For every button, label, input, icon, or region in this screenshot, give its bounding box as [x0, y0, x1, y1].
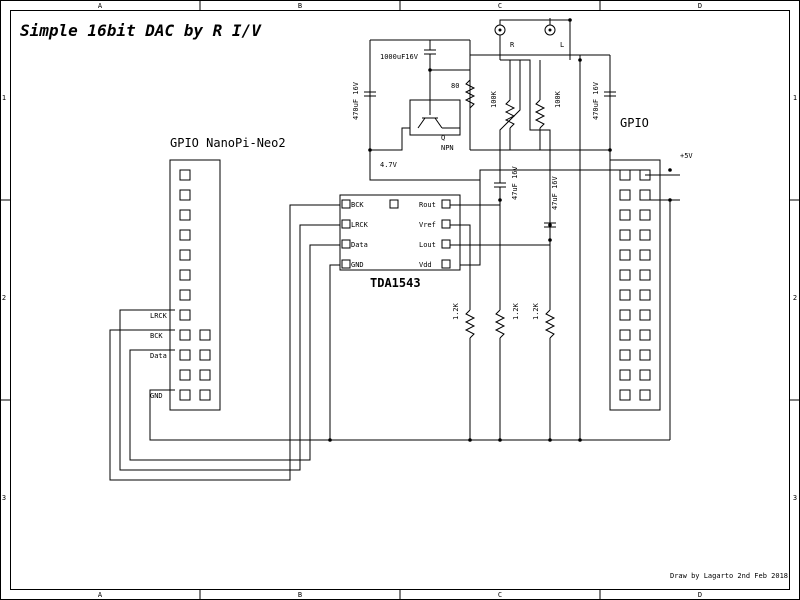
left-header-pin — [199, 329, 211, 341]
row-label-2-left: 2 — [2, 294, 6, 302]
row-label-3-left: 3 — [2, 494, 6, 502]
right-header-pin — [619, 249, 631, 261]
right-header-pin — [619, 269, 631, 281]
left-header-pin — [179, 189, 191, 201]
right-header-pin — [639, 329, 651, 341]
left-header-pin — [179, 369, 191, 381]
left-header-pin — [179, 329, 191, 341]
right-header-pin — [639, 389, 651, 401]
right-header-pin — [639, 309, 651, 321]
chip-pin-vdd: Vdd — [419, 261, 432, 269]
left-header-pin — [179, 229, 191, 241]
left-header-pin — [179, 349, 191, 361]
transistor-type-label: NPN — [441, 144, 454, 152]
left-header-pin — [179, 389, 191, 401]
right-header-pin — [639, 269, 651, 281]
output-section: R L 100K 100K 47uF 16V 47uF 16V — [328, 18, 582, 442]
transistor-q-label: Q — [441, 134, 445, 142]
cap-470-right-label: 470uF 16V — [592, 81, 600, 120]
chip-pin-lrck: LRCK — [351, 221, 369, 229]
left-header-pin — [179, 209, 191, 221]
right-header-pin — [639, 289, 651, 301]
power-label-5v: +5V — [680, 152, 693, 160]
left-header-pin — [199, 349, 211, 361]
tda1543-chip: TDA1543 BCK LRCK Data GND Rout Vref Lout… — [339, 194, 461, 290]
signal-wires — [109, 169, 671, 481]
left-gpio-title: GPIO NanoPi-Neo2 — [170, 136, 286, 150]
col-label-c-bottom: C — [498, 591, 502, 599]
cap-470-left-label: 470uF 16V — [352, 81, 360, 120]
left-label-lrck: LRCK — [150, 312, 168, 320]
col-label-a-top: A — [98, 2, 103, 10]
right-header-pin — [619, 349, 631, 361]
right-header-pin — [619, 389, 631, 401]
res-12k-2-label: 1.2K — [512, 302, 520, 320]
cap-47-l-label: 47uF 16V — [551, 175, 559, 210]
power-regulator: 470uF 16V 470uF 16V 1000uF16V 80 Q NPN 4… — [352, 39, 616, 440]
pot-r-label: 100K — [490, 90, 498, 108]
left-header-pin — [179, 269, 191, 281]
right-header-pin — [619, 169, 631, 181]
row-label-3-right: 3 — [793, 494, 797, 502]
col-label-d-top: D — [698, 2, 702, 10]
right-header-pin — [639, 209, 651, 221]
chip-pin-rout: Rout — [419, 201, 436, 209]
chip-pin-vref: Vref — [419, 221, 436, 229]
left-header-pin — [179, 249, 191, 261]
right-gpio-header: GPIO +5V — [609, 116, 693, 411]
res-12k-3-label: 1.2K — [532, 302, 540, 320]
inner-frame — [10, 10, 790, 590]
right-header-pin — [639, 349, 651, 361]
right-header-pin — [619, 229, 631, 241]
output-r-label: R — [510, 41, 515, 49]
left-label-gnd: GND — [150, 392, 163, 400]
chip-name: TDA1543 — [370, 276, 421, 290]
right-header-pin — [619, 289, 631, 301]
output-l-label: L — [560, 41, 564, 49]
right-header-pin — [639, 229, 651, 241]
left-header-pin — [179, 309, 191, 321]
row-label-1-right: 1 — [793, 94, 797, 102]
chip-pin-lout: Lout — [419, 241, 436, 249]
res-12k-1-label: 1.2K — [452, 302, 460, 320]
right-header-pins — [619, 169, 651, 401]
col-label-b-bottom: B — [298, 591, 302, 599]
right-header-pin — [619, 209, 631, 221]
right-header-pin — [639, 249, 651, 261]
left-header-pin — [199, 369, 211, 381]
left-label-data: Data — [150, 352, 167, 360]
left-gpio-header: GPIO NanoPi-Neo2 LRCK BCK Data GND — [150, 136, 286, 411]
cap-47-r-label: 47uF 16V — [511, 165, 519, 200]
page-title: Simple 16bit DAC by R I/V — [20, 21, 262, 40]
left-header-pin — [199, 389, 211, 401]
voltage-label: 4.7V — [380, 161, 398, 169]
left-header-pin — [179, 289, 191, 301]
left-header-pins — [179, 169, 211, 401]
right-header-pin — [619, 329, 631, 341]
right-header-pin — [619, 309, 631, 321]
cap-1000-label: 1000uF16V — [380, 53, 419, 61]
row-label-2-right: 2 — [793, 294, 797, 302]
left-label-bck: BCK — [150, 332, 163, 340]
left-header-pin — [179, 169, 191, 181]
right-header-pin — [639, 369, 651, 381]
col-label-d-bottom: D — [698, 591, 702, 599]
right-header-pin — [619, 189, 631, 201]
col-label-b-top: B — [298, 2, 302, 10]
chip-pin-data: Data — [351, 241, 368, 249]
footer-credit: Draw by Lagarto 2nd Feb 2018 — [670, 572, 788, 580]
chip-pin-gnd: GND — [351, 261, 364, 269]
col-label-c-top: C — [498, 2, 502, 10]
pot-l-label: 100K — [554, 90, 562, 108]
right-gpio-title: GPIO — [620, 116, 649, 130]
row-label-1-left: 1 — [2, 94, 6, 102]
res-80-label: 80 — [451, 82, 459, 90]
right-header-pin — [639, 189, 651, 201]
right-header-pin — [619, 369, 631, 381]
col-label-a-bottom: A — [98, 591, 103, 599]
chip-pin-bck: BCK — [351, 201, 364, 209]
